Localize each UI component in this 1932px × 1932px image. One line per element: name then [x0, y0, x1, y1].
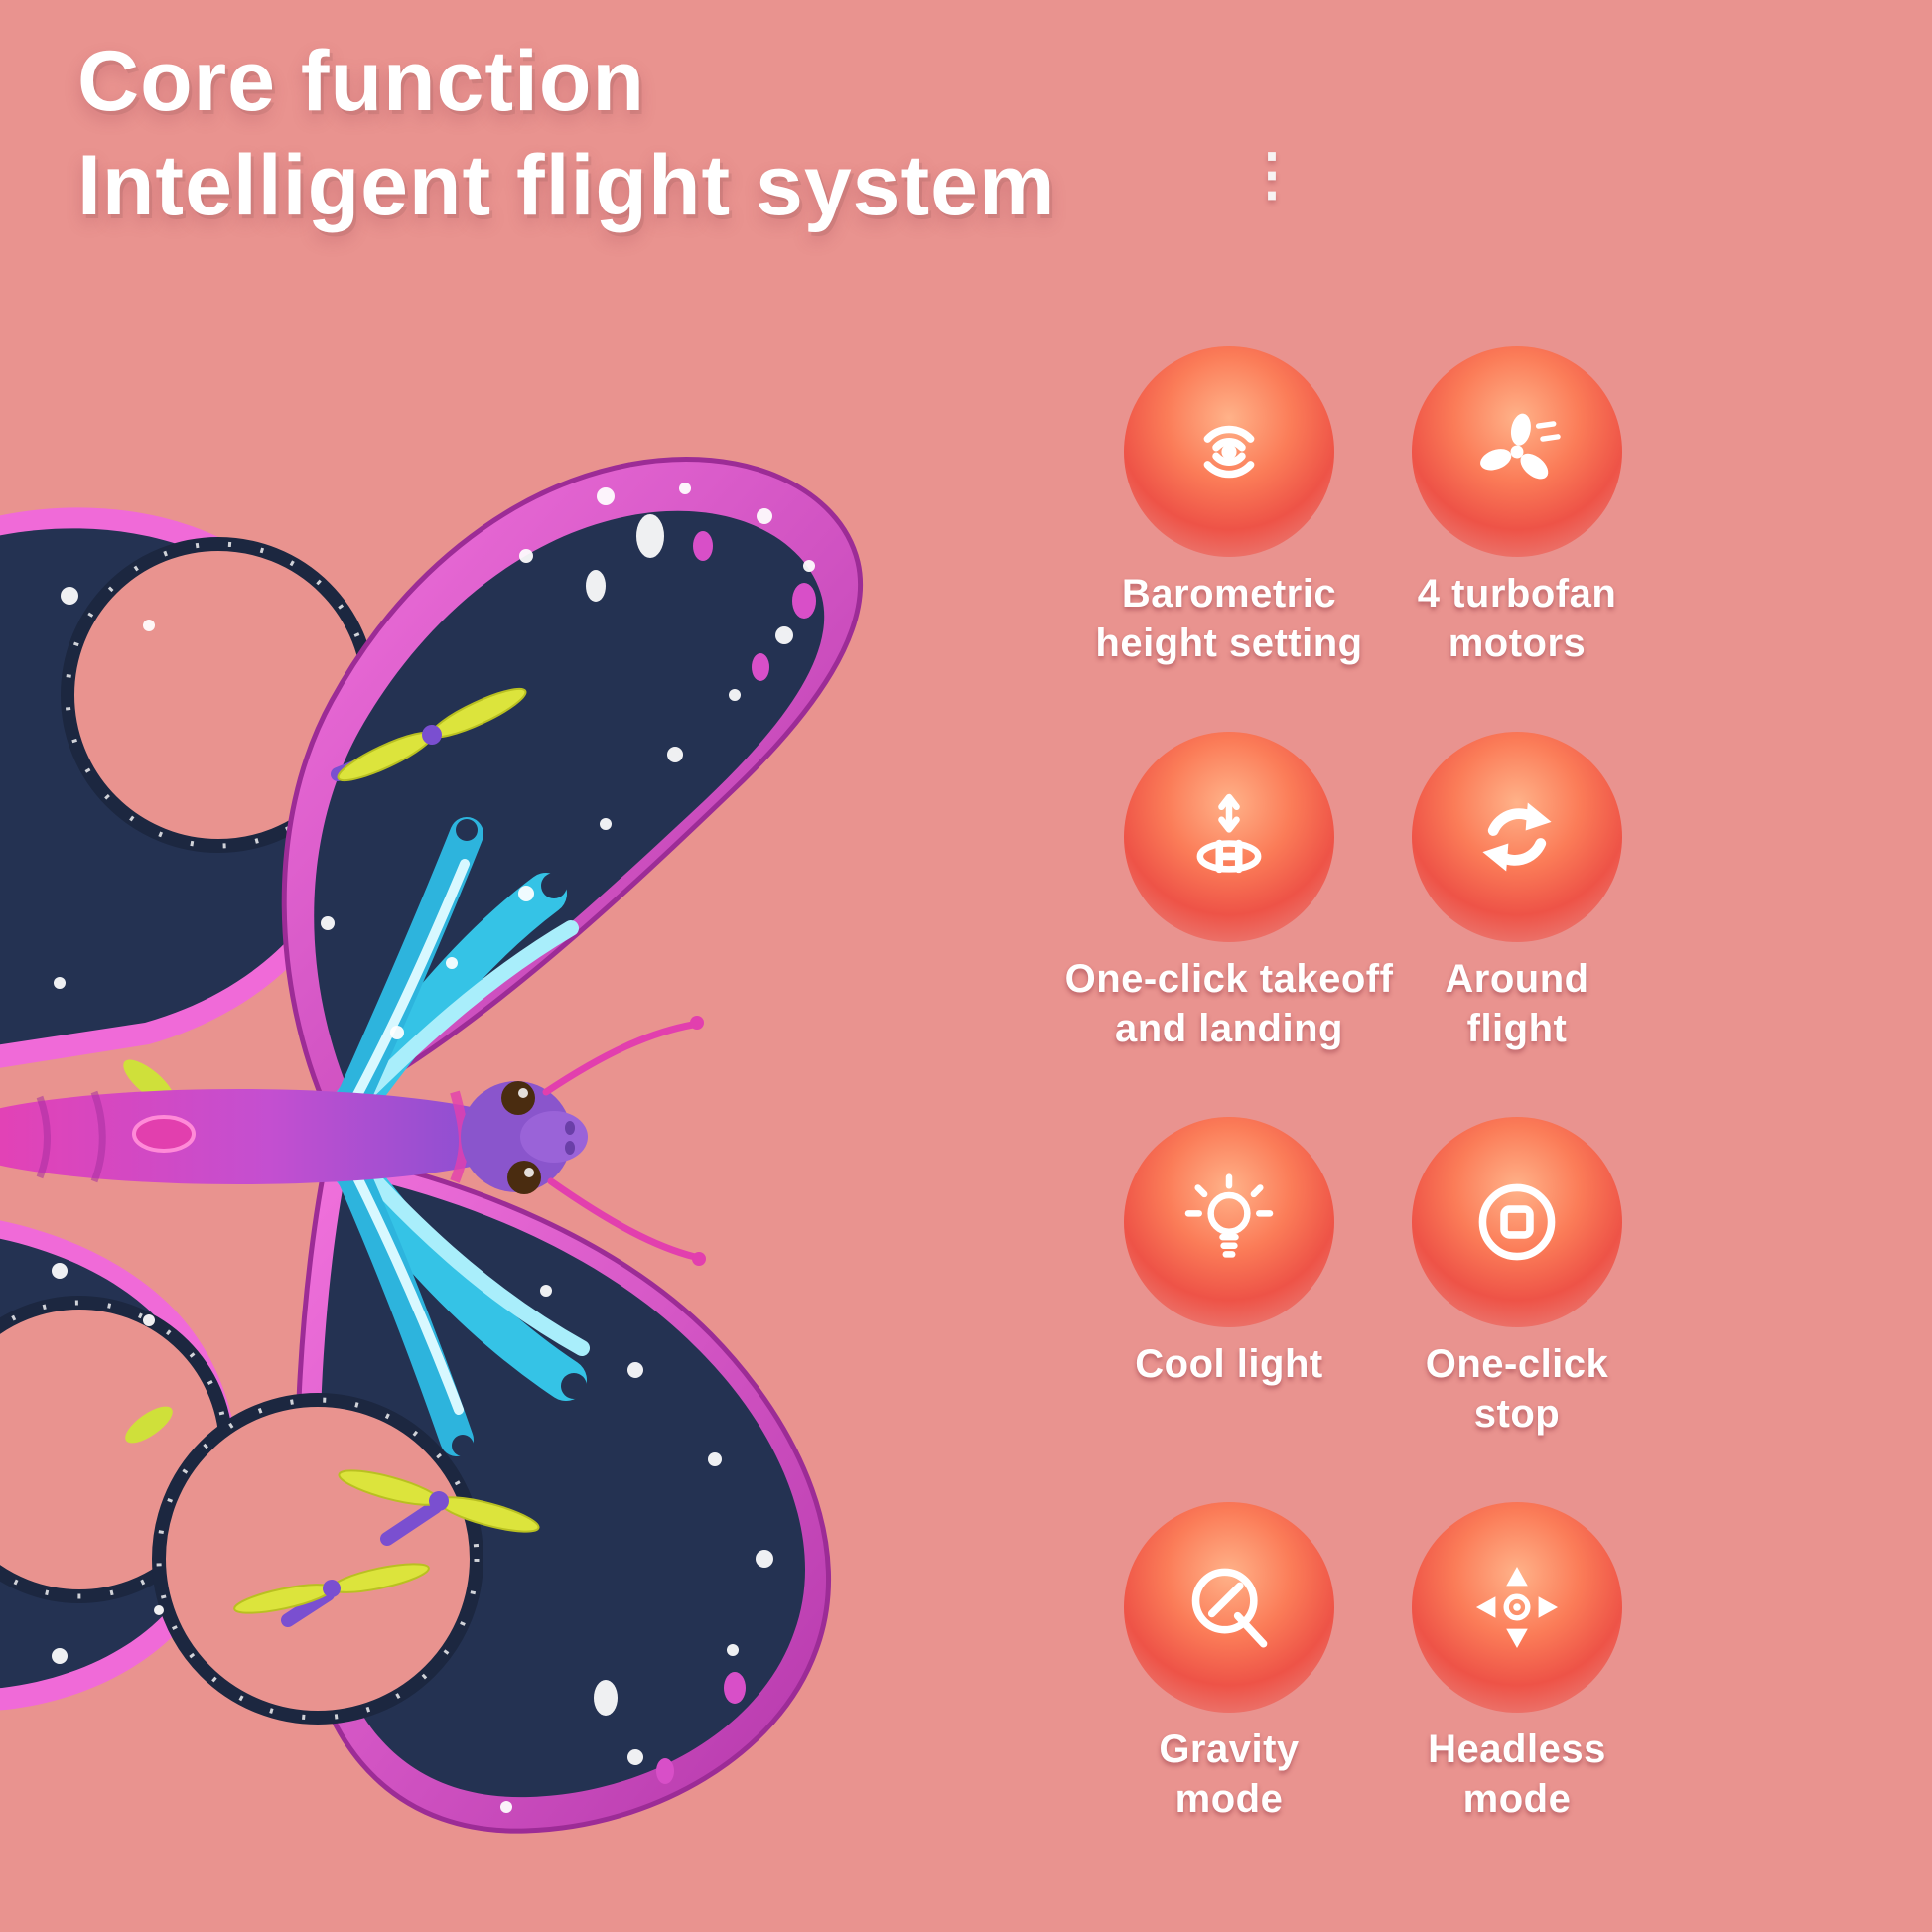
- feature-barometric-height: Barometric height setting: [1085, 346, 1373, 668]
- upper-left-wing: [0, 507, 376, 1068]
- lower-right-wing: [152, 1149, 831, 1834]
- butterfly-drone-illustration: [0, 456, 864, 1834]
- feature-bubble: [1412, 1502, 1622, 1713]
- title-dots-mark: ⋮: [1243, 142, 1301, 207]
- feature-turbofan-motors: 4 turbofan motors: [1373, 346, 1661, 668]
- page-title: Core function Intelligent flight system: [77, 30, 1055, 238]
- feature-label: Around flight: [1445, 957, 1589, 1050]
- feature-oneclick-stop: One-click stop: [1373, 1117, 1661, 1439]
- headless-icon: [1475, 1566, 1559, 1649]
- feature-label: Barometric height setting: [1095, 572, 1363, 665]
- takeoff-landing-icon: [1196, 793, 1262, 874]
- upper-right-wing: [281, 456, 864, 1116]
- title-line-1: Core function: [77, 34, 645, 129]
- feature-bubble: [1412, 346, 1622, 557]
- around-flight-icon: [1482, 802, 1552, 872]
- feature-bubble: [1412, 1117, 1622, 1327]
- feature-label: One-click stop: [1425, 1342, 1609, 1436]
- feature-bubble: [1124, 1502, 1334, 1713]
- feature-grid: Barometric height setting 4 turbofan mot…: [1065, 346, 1661, 1824]
- feature-label: Headless mode: [1428, 1727, 1606, 1821]
- propellers: [233, 687, 540, 1627]
- feature-bubble: [1124, 732, 1334, 942]
- feature-bubble: [1412, 732, 1622, 942]
- feature-label: One-click takeoff and landing: [1064, 957, 1394, 1050]
- feather-tips: [452, 819, 587, 1456]
- stop-icon: [1478, 1183, 1556, 1261]
- feature-gravity-mode: Gravity mode: [1085, 1502, 1373, 1824]
- fan-icon: [1480, 413, 1561, 480]
- feature-cool-light: Cool light: [1085, 1117, 1373, 1439]
- title-line-2: Intelligent flight system: [77, 137, 1056, 233]
- feature-around-flight: Around flight: [1373, 732, 1661, 1053]
- light-icon: [1184, 1173, 1274, 1258]
- feature-bubble: [1124, 1117, 1334, 1327]
- inner-wing-feathers: [327, 817, 590, 1456]
- feature-headless-mode: Headless mode: [1373, 1502, 1661, 1824]
- wing-speckles: [52, 483, 815, 1813]
- feature-label: 4 turbofan motors: [1417, 572, 1617, 665]
- butterfly-body: [0, 1016, 706, 1266]
- feature-bubble: [1124, 346, 1334, 557]
- gravity-icon: [1191, 1568, 1268, 1648]
- signal-icon: [1203, 425, 1255, 479]
- feature-label: Cool light: [1135, 1342, 1323, 1386]
- feature-oneclick-takeoff: One-click takeoff and landing: [1065, 732, 1393, 1053]
- feature-label: Gravity mode: [1159, 1727, 1300, 1821]
